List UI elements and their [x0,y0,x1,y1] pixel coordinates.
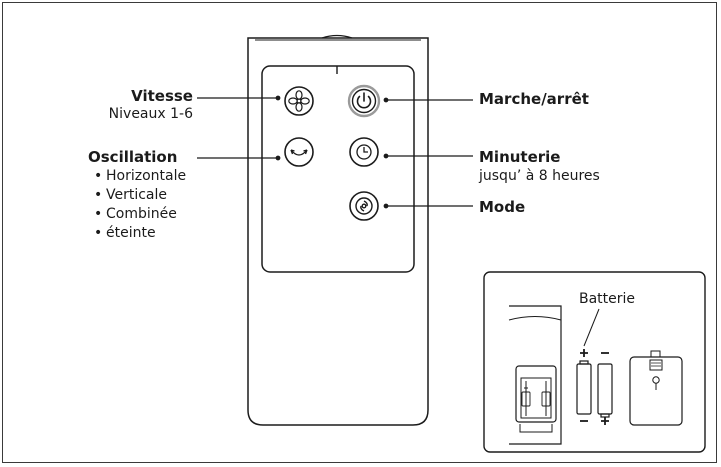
oscillation-icon [290,149,308,156]
fan-icon [288,90,310,112]
battery-cover [629,350,683,426]
outer-frame [2,2,717,463]
remote-back [508,305,562,445]
oscillation-mode-item: Combinée [94,205,186,224]
power-button[interactable] [347,84,381,118]
remote-control [247,34,429,426]
oscillation-button[interactable] [284,137,314,167]
mode-button[interactable] [349,191,379,221]
speed-title: Vitesse [131,87,193,105]
fan-speed-button[interactable] [284,86,314,116]
oscillation-mode-item: Horizontale [94,167,186,186]
mode-title: Mode [479,198,526,216]
speed-subtitle: Niveaux 1-6 [108,106,193,122]
timer-button[interactable] [349,137,379,167]
oscillation-modes: Horizontale Verticale Combinée éteinte [94,167,186,243]
battery-cells [576,308,613,425]
swirl-icon [355,197,373,215]
timer-title: Minuterie [479,148,561,166]
timer-subtitle: jusqu’ à 8 heures [479,168,600,184]
clock-icon [356,144,372,160]
battery-label: Batterie [579,291,636,307]
oscillation-mode-item: Verticale [94,186,186,205]
power-icon [356,92,372,109]
oscillation-title: Oscillation [88,148,178,166]
oscillation-mode-item: éteinte [94,224,186,243]
callout-lines [197,95,473,209]
power-title: Marche/arrêt [479,90,589,108]
battery-inset [483,271,706,453]
